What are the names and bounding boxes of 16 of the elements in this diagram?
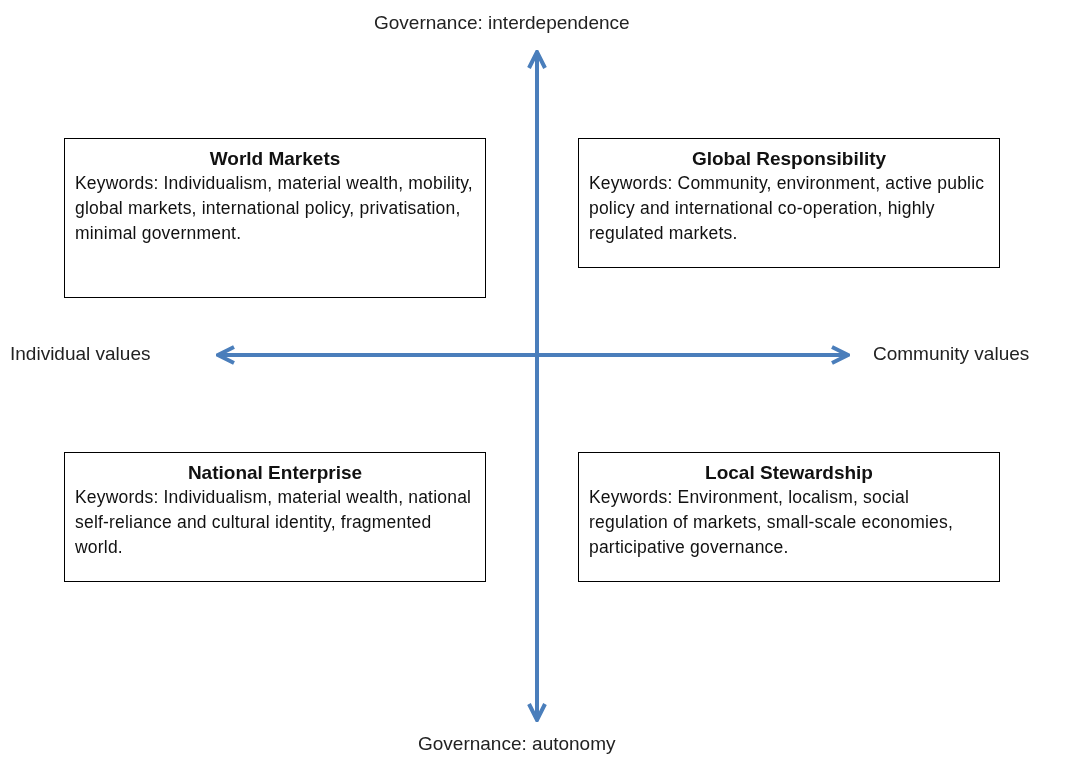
axis-label: Governance: autonomy (418, 733, 616, 755)
scenario-title: National Enterprise (186, 461, 364, 485)
axis-label: Individual values (10, 343, 151, 365)
keywords-text: Keywords: Individualism, material wealth, national self-reliance and cultural identity, fragmented world. (75, 486, 473, 559)
keywords-text: Keywords: Environment, localism, social regulation of markets, small-scale economies, participative governance. (589, 486, 954, 559)
scenario-title: Local Stewardship (704, 461, 874, 485)
scenario-box (64, 452, 486, 582)
scenario-box (64, 138, 486, 298)
axis-label: Governance: interdependence (374, 12, 630, 34)
scenario-title: World Markets (208, 147, 342, 171)
axis-label: Community values (873, 343, 1030, 365)
keywords-text: Keywords: Community, environment, active public policy and international co-operation, highly regulated markets. (589, 172, 986, 245)
scenario-box (578, 452, 1000, 582)
scenario-box (578, 138, 1000, 268)
keywords-text: Keywords: Individualism, material wealth, mobility, global markets, international policy, privatisation, minimal government. (75, 172, 474, 245)
scenario-title: Global Responsibility (690, 147, 888, 171)
